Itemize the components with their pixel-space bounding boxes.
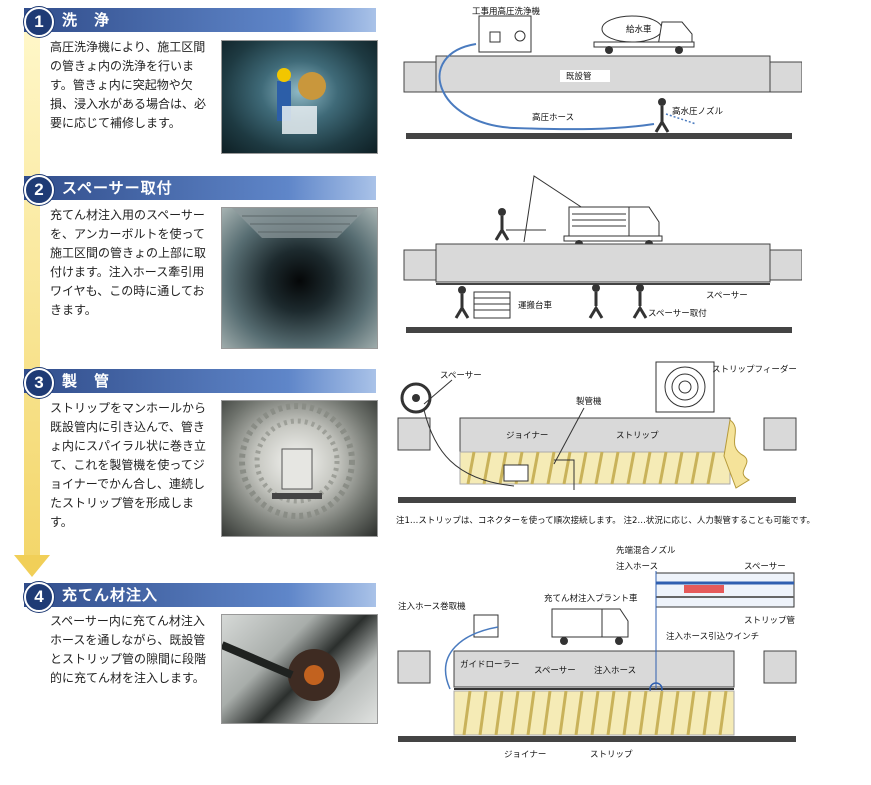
step-2-description: 充てん材注入用のスペーサーを、アンカーボルトを使って施工区間の管きょの上部に取付… [50,208,207,317]
step-3-title: 製 管 [62,372,111,390]
step-2-number: 2 [24,175,54,205]
tip-nozzle-label: 先端混合ノズル [616,545,676,556]
spacer2-label: スペーサー [534,666,576,676]
washer-label: 工事用高圧洗浄機 [472,6,541,17]
plant-label: 充てん材注入プラント車 [544,593,638,604]
spacer-label-4: スペーサー [744,562,786,572]
step-1-title: 洗 浄 [62,11,111,29]
step-4-number: 4 [24,582,54,612]
process-flow-arrow [24,30,40,560]
inject-hose2-label: 注入ホース [594,665,636,676]
step-1-description: 高圧洗浄機により、施工区間の管きょ内の洗浄を行います。管きょ内に突起物や欠損、浸… [50,40,207,130]
strip-pipe-label: ストリップ管 [744,615,795,626]
step-2-photo [221,207,378,349]
spacer-mount-label: スペーサー取付 [648,308,707,319]
step-3-description: ストリップをマンホールから既設管内に引き込んで、管きょ内にスパイラル状に巻き立て… [50,401,207,529]
hose-label: 高圧ホース [532,112,574,123]
step-4-description: スペーサー内に充てん材注入ホースを通しながら、既設管とストリップ管の隙間に段階的… [50,614,207,685]
winch-label: 注入ホース引込ウインチ [666,631,759,642]
spacer-label: スペーサー [706,291,748,301]
dolly-label: 運搬台車 [518,300,553,311]
step-4-photo [221,614,378,724]
inject-hose-label: 注入ホース [616,561,658,572]
water-truck-label: 給水車 [626,24,652,35]
step-4-header [24,583,376,607]
step-2-header [24,176,376,200]
strip-label-4: ストリップ [590,750,633,760]
step-3-header [24,369,376,393]
roller-label: ガイドローラー [460,659,520,670]
strip-feeder-label: ストリップフィーダー [712,364,797,375]
joiner-label-4: ジョイナー [504,750,546,760]
step-3-note: 注1…ストリップは、コネクターを使って順次接続します。 注2…状況に応じ、人力製… [396,516,816,526]
step-2-diagram: スペーサー 運搬台車 スペーサー取付 [403,175,802,333]
strip-label: ストリップ [616,431,659,441]
step-1-header [24,8,376,32]
nozzle-label: 高水圧ノズル [672,106,724,117]
step-1-diagram: 工事用高圧洗浄機 給水車 既設管 高圧ホース 高水圧ノズル [403,6,802,139]
process-flow-arrow-head [14,555,50,577]
spacer-label-3: スペーサー [440,371,482,381]
step-1-photo [221,40,378,154]
step-2-title: スペーサー取付 [62,179,173,197]
step-1-number: 1 [24,7,54,37]
existing-pipe-label: 既設管 [566,71,592,82]
step-4-diagram: 先端混合ノズル 注入ホース スペーサー ストリップ管 注入ホース巻取機 充てん材… [397,545,797,760]
reel-label: 注入ホース巻取機 [398,601,466,612]
step-4-title: 充てん材注入 [62,586,159,604]
step-3-photo [221,400,378,537]
step-3-number: 3 [24,368,54,398]
step-3-diagram: スペーサー ストリップフィーダー 製管機 ジョイナー ストリップ [397,361,797,503]
joiner-label: ジョイナー [506,431,548,441]
machine-label: 製管機 [576,396,602,407]
